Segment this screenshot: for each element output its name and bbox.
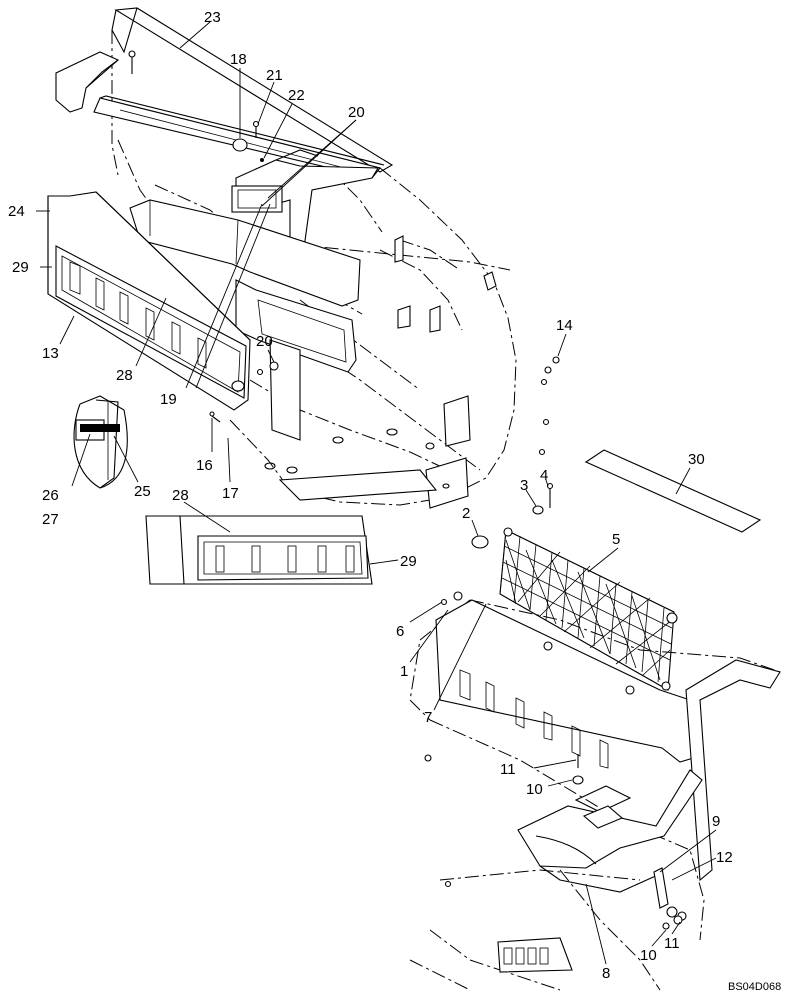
leader-lines xyxy=(36,21,717,965)
callout-17: 17 xyxy=(222,485,239,502)
callout-14: 14 xyxy=(556,317,573,334)
callout-10-upper: 10 xyxy=(526,781,543,798)
callout-24: 24 xyxy=(8,203,25,220)
rear-block xyxy=(55,51,120,113)
seal-detail-inset xyxy=(73,395,128,489)
callout-26: 26 xyxy=(42,487,59,504)
right-bracket xyxy=(394,235,497,509)
decal-strip xyxy=(584,449,762,533)
drawing-code: BS04D068 xyxy=(728,981,781,993)
callout-2: 2 xyxy=(462,505,470,522)
callout-29-lower: 29 xyxy=(400,553,417,570)
tray xyxy=(517,769,703,893)
floor-pan xyxy=(264,428,438,501)
callout-labels: 23 18 21 22 20 24 29 13 28 20 19 14 16 1… xyxy=(8,9,781,993)
hardware-fasteners xyxy=(128,50,683,930)
callout-9: 9 xyxy=(712,813,720,830)
cross-bar xyxy=(93,95,385,179)
callout-7: 7 xyxy=(424,709,432,726)
lower-rear-frame xyxy=(409,599,781,991)
mid-frame xyxy=(129,199,361,441)
callout-30: 30 xyxy=(688,451,705,468)
callout-27: 27 xyxy=(42,511,59,528)
callout-22: 22 xyxy=(288,87,305,104)
callout-4: 4 xyxy=(540,467,548,484)
callout-18: 18 xyxy=(230,51,247,68)
callout-3: 3 xyxy=(520,477,528,494)
callout-20-upper: 20 xyxy=(348,104,365,121)
callout-6: 6 xyxy=(396,623,404,640)
callout-16: 16 xyxy=(196,457,213,474)
callout-11-upper: 11 xyxy=(500,761,516,778)
callout-19: 19 xyxy=(160,391,177,408)
screen-panel xyxy=(499,527,678,691)
callout-11-lower: 11 xyxy=(664,935,680,952)
callout-23: 23 xyxy=(204,9,221,26)
callout-25: 25 xyxy=(134,483,151,500)
callout-5: 5 xyxy=(612,531,620,548)
callout-10-lower: 10 xyxy=(640,947,657,964)
callout-1: 1 xyxy=(400,663,408,680)
callout-28-lower: 28 xyxy=(172,487,189,504)
callout-20-mid: 20 xyxy=(256,333,273,350)
callout-28-left: 28 xyxy=(116,367,133,384)
callout-12: 12 xyxy=(716,849,733,866)
callout-29-left: 29 xyxy=(12,259,29,276)
center-console xyxy=(231,149,379,273)
callout-21: 21 xyxy=(266,67,283,84)
lower-grille-assembly xyxy=(145,515,373,585)
floor-mechanism xyxy=(497,937,573,973)
callout-8: 8 xyxy=(602,965,610,982)
callout-13: 13 xyxy=(42,345,59,362)
side-bracket xyxy=(653,867,687,921)
